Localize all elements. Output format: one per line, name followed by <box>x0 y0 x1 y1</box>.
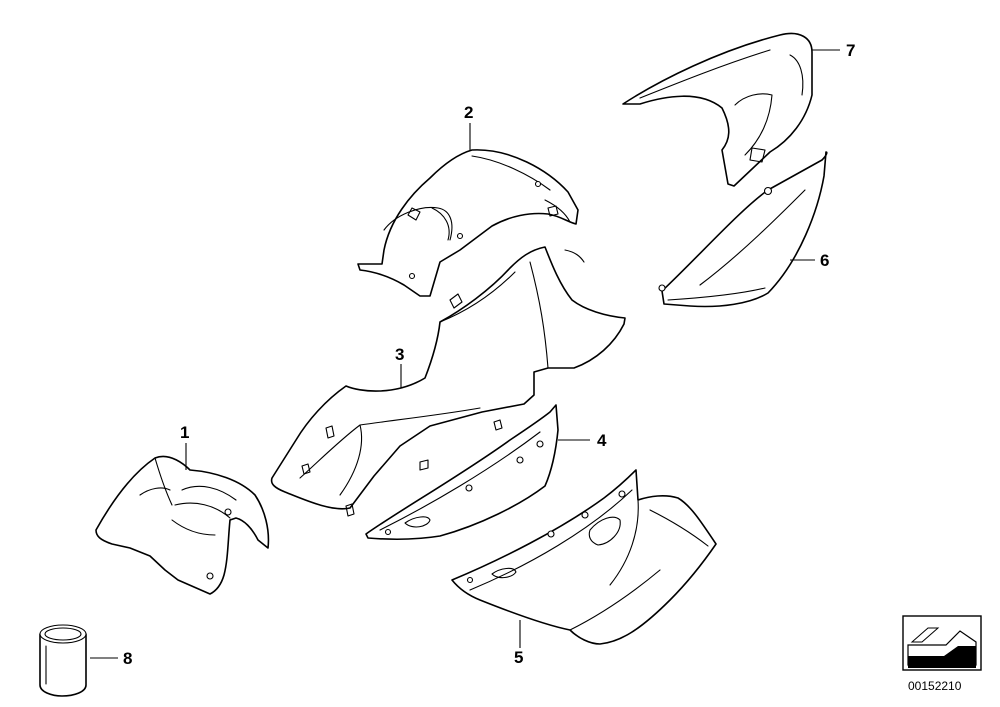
part-1-front-fender[interactable] <box>95 455 270 595</box>
callout-1: 1 <box>180 423 189 442</box>
part-3-side-fairing[interactable] <box>270 246 626 517</box>
callout-8: 8 <box>123 649 132 668</box>
callout-3: 3 <box>395 345 404 364</box>
part-8-sleeve[interactable] <box>39 624 87 697</box>
part-2-rear-fender[interactable] <box>357 149 579 297</box>
part-6-side-panel[interactable] <box>658 151 828 308</box>
callout-6: 6 <box>820 251 829 270</box>
callout-4: 4 <box>597 431 607 450</box>
callout-2: 2 <box>464 103 473 122</box>
part-7-rear-cowl[interactable] <box>622 32 813 187</box>
leader-lines <box>90 49 840 659</box>
callout-5: 5 <box>514 648 523 667</box>
callout-7: 7 <box>846 41 855 60</box>
part-5-belly-pan[interactable] <box>451 469 717 645</box>
part-4-lower-panel[interactable] <box>365 404 559 541</box>
arrow-badge-icon <box>902 615 982 671</box>
document-number: 00152210 <box>908 679 962 693</box>
